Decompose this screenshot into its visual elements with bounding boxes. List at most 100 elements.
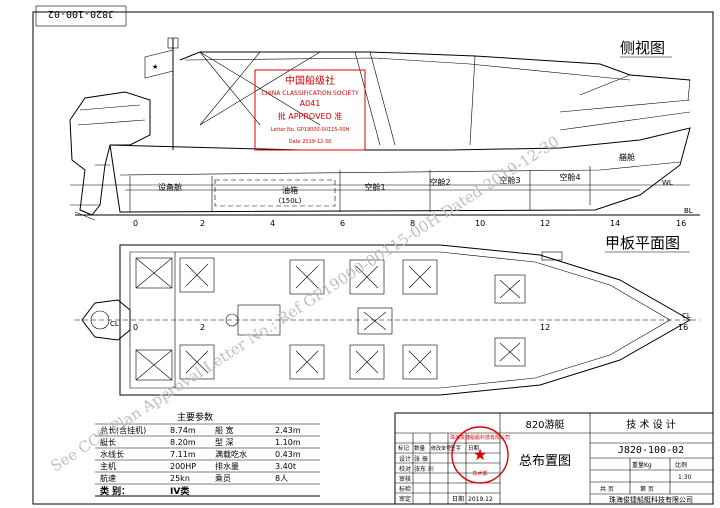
seal-text: 珠海俊捷船艇科技有限公司 [450, 434, 510, 441]
side-frame-2: 2 [200, 219, 205, 228]
tb-scale-label: 比例 [675, 461, 687, 469]
tb-date-label: 日期 [452, 495, 464, 503]
side-frame-12: 12 [540, 219, 550, 228]
tb-checker: 张东 川 [414, 465, 434, 473]
tb-check-label: 校对 [399, 465, 411, 473]
side-frame-14: 14 [610, 219, 620, 228]
specs-title: 主要参数 [177, 411, 213, 423]
flag [144, 49, 174, 79]
bow-room-label: 艏舱 [619, 152, 635, 162]
tb-scale-value: 1:30 [678, 474, 692, 481]
drawing-no-top: J820-100-02 [48, 8, 114, 19]
plan-view: 甲板平面图 CL CL [75, 234, 700, 396]
tb-sign-col: 签字 [450, 444, 462, 452]
main-parameters-table: 主要参数 总长(含挂机) 8.74m 船 宽 2.43m 艇长 8.20m 型 … [95, 411, 320, 497]
drawing-no-box [35, 5, 127, 27]
seal-sub: 技术部 [472, 470, 487, 477]
stamp-cn: 中国船级社 [285, 74, 335, 87]
tb-std-label: 标检 [399, 485, 411, 493]
stamp-letter: Letter No. GP19000-00115-00H [271, 127, 350, 133]
stamp-approved: 批 APPROVED 准 [278, 111, 343, 121]
title-block: 标记 数量 修改单号 签字 日期 设计 校对 审核 标检 审定 日期 张 振 张… [394, 412, 714, 505]
spec-lwl-label: 水线长 [100, 449, 124, 459]
deck-hatches [135, 257, 526, 381]
bl-label: BL [684, 207, 693, 215]
stamp-date: Date 2019-12-30 [289, 139, 332, 145]
tb-weight: 重量Kg [632, 461, 652, 469]
plan-frame-2: 2 [200, 323, 205, 332]
tb-mod-col: 修改单号 [431, 445, 451, 452]
side-frame-16: 16 [676, 219, 686, 228]
side-frame-0: 0 [133, 219, 138, 228]
plan-frame-12: 12 [540, 323, 550, 332]
plan-frame-16: 16 [678, 323, 688, 332]
tb-stage: 技 术 设 计 [626, 418, 676, 431]
outboard-motor [69, 91, 151, 216]
tb-qty-col: 数量 [414, 444, 426, 452]
drawing-border [32, 11, 714, 505]
spec-draft-value: 0.43m [275, 450, 301, 459]
void1-label: 空舱1 [364, 182, 385, 192]
side-view: 侧视图 ★ 设备舱 油箱 [69, 37, 700, 228]
tb-date-col: 日期 [468, 445, 480, 452]
side-frame-8: 8 [410, 219, 415, 228]
tb-mark-col: 标记 [398, 444, 410, 452]
equipment-room-label: 设备舱 [158, 182, 182, 192]
stamp-code: A041 [300, 99, 321, 108]
cl-label-motor: CL [110, 320, 119, 328]
side-frame-6: 6 [340, 219, 345, 228]
spec-depth-value: 1.10m [275, 438, 301, 447]
tb-designer: 张 振 [414, 455, 428, 463]
plan-frame-0: 0 [133, 323, 138, 332]
deck-outline [119, 244, 692, 396]
tb-sheet: 共 页 [600, 485, 614, 493]
spec-length-label: 艇长 [100, 437, 116, 447]
spec-class-value: IV类 [170, 485, 190, 497]
void4-label: 空舱4 [559, 172, 580, 182]
spec-beam-value: 2.43m [275, 426, 301, 435]
plan-view-title: 甲板平面图 [605, 234, 680, 252]
spec-draft-label: 满载吃水 [215, 449, 247, 459]
tb-drawing-name: 总布置图 [519, 454, 571, 469]
tb-project: 820游艇 [525, 418, 564, 431]
side-view-title: 侧视图 [620, 39, 665, 57]
side-frame-4: 4 [270, 219, 275, 228]
svg-text:★: ★ [152, 63, 158, 71]
tb-page: 第 页 [640, 485, 654, 493]
void2-label: 空舱2 [429, 177, 450, 187]
spec-speed-label: 航速 [100, 473, 116, 483]
fuel-tank-label: 油箱 [282, 185, 298, 195]
tb-date-value: 2019.12 [468, 496, 493, 503]
side-frame-scale: 0 2 4 6 8 10 12 14 16 [133, 219, 686, 228]
company-seal [451, 426, 509, 484]
fuel-tank [214, 179, 336, 207]
spec-class-label: 类 别： [100, 485, 130, 497]
void3-label: 空舱3 [499, 175, 520, 185]
spec-displacement-value: 3.40t [275, 462, 296, 471]
spec-speed-value: 25kn [170, 474, 190, 483]
spec-beam-label: 船 宽 [215, 425, 234, 435]
spec-engine-label: 主机 [100, 461, 116, 471]
spec-crew-value: 8人 [275, 474, 288, 483]
tb-approve-label: 审定 [399, 495, 411, 503]
spec-engine-value: 200HP [170, 462, 196, 471]
spec-crew-label: 乘员 [215, 473, 231, 483]
tb-review-label: 审核 [399, 475, 411, 483]
spec-loa-value: 8.74m [170, 426, 196, 435]
wl-label: WL [662, 179, 673, 187]
tb-drawing-no: J820-100-02 [618, 445, 684, 456]
spec-displacement-label: 排水量 [215, 461, 239, 471]
plan-frame-scale: 0 2 12 16 [133, 323, 688, 332]
fuel-volume-label: (150L) [279, 197, 302, 205]
ccs-approval-stamp: 中国船级社 CHINA CLASSIFICATION SOCIETY A041 … [254, 69, 366, 151]
spec-lwl-value: 7.11m [170, 450, 196, 459]
outboard-plan [81, 299, 131, 341]
cl-label-plan: CL [682, 312, 691, 320]
steering-wheel [225, 313, 239, 327]
tb-company: 珠海俊捷船艇科技有限公司 [609, 495, 693, 504]
tb-design-label: 设计 [399, 455, 411, 463]
hull-profile [109, 127, 691, 213]
spec-length-value: 8.20m [170, 438, 196, 447]
stamp-en: CHINA CLASSIFICATION SOCIETY [261, 90, 359, 97]
